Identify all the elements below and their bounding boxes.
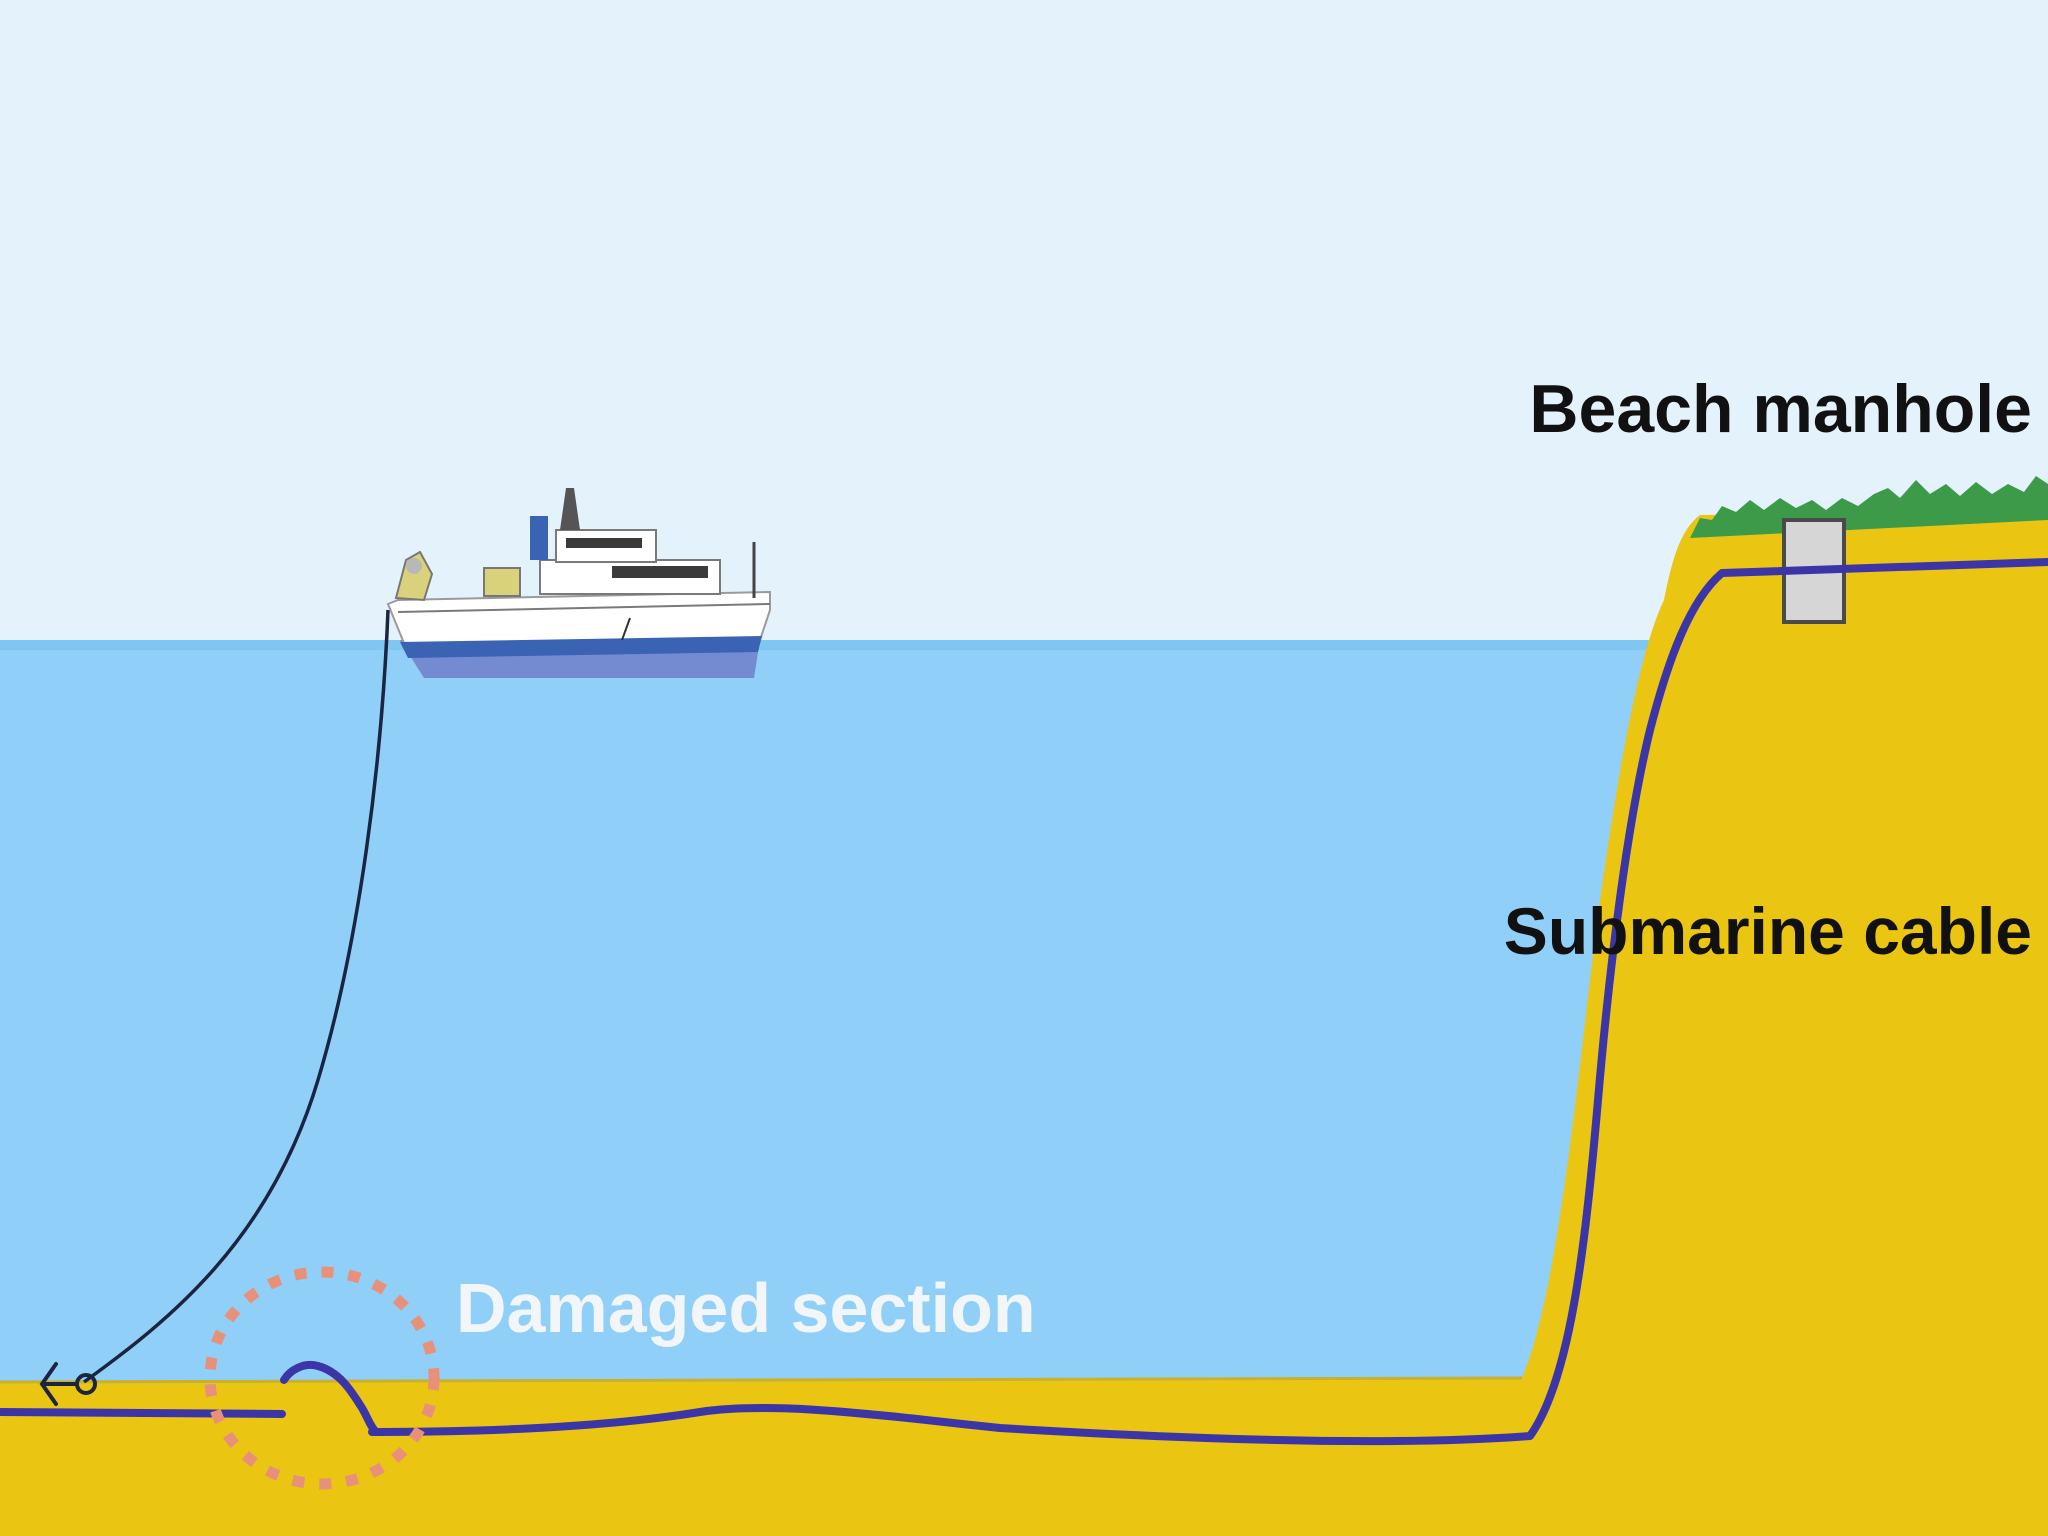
cable-repair-ship-icon — [386, 488, 771, 678]
grapnel-hook-icon — [39, 1362, 97, 1406]
sea-surface — [0, 640, 2048, 650]
submarine-cable — [0, 558, 2048, 1446]
submarine-cable-label: Submarine cable — [1504, 894, 2032, 968]
beach-manhole-label: Beach manhole — [1529, 371, 2032, 447]
grapnel-line — [82, 609, 390, 1384]
vegetation — [1690, 476, 2048, 538]
damaged-cable-segment — [280, 1361, 380, 1436]
seabed-edge — [0, 1376, 1523, 1384]
damage-ring — [204, 1266, 440, 1490]
damaged-section-label: Damaged section — [456, 1269, 1036, 1347]
